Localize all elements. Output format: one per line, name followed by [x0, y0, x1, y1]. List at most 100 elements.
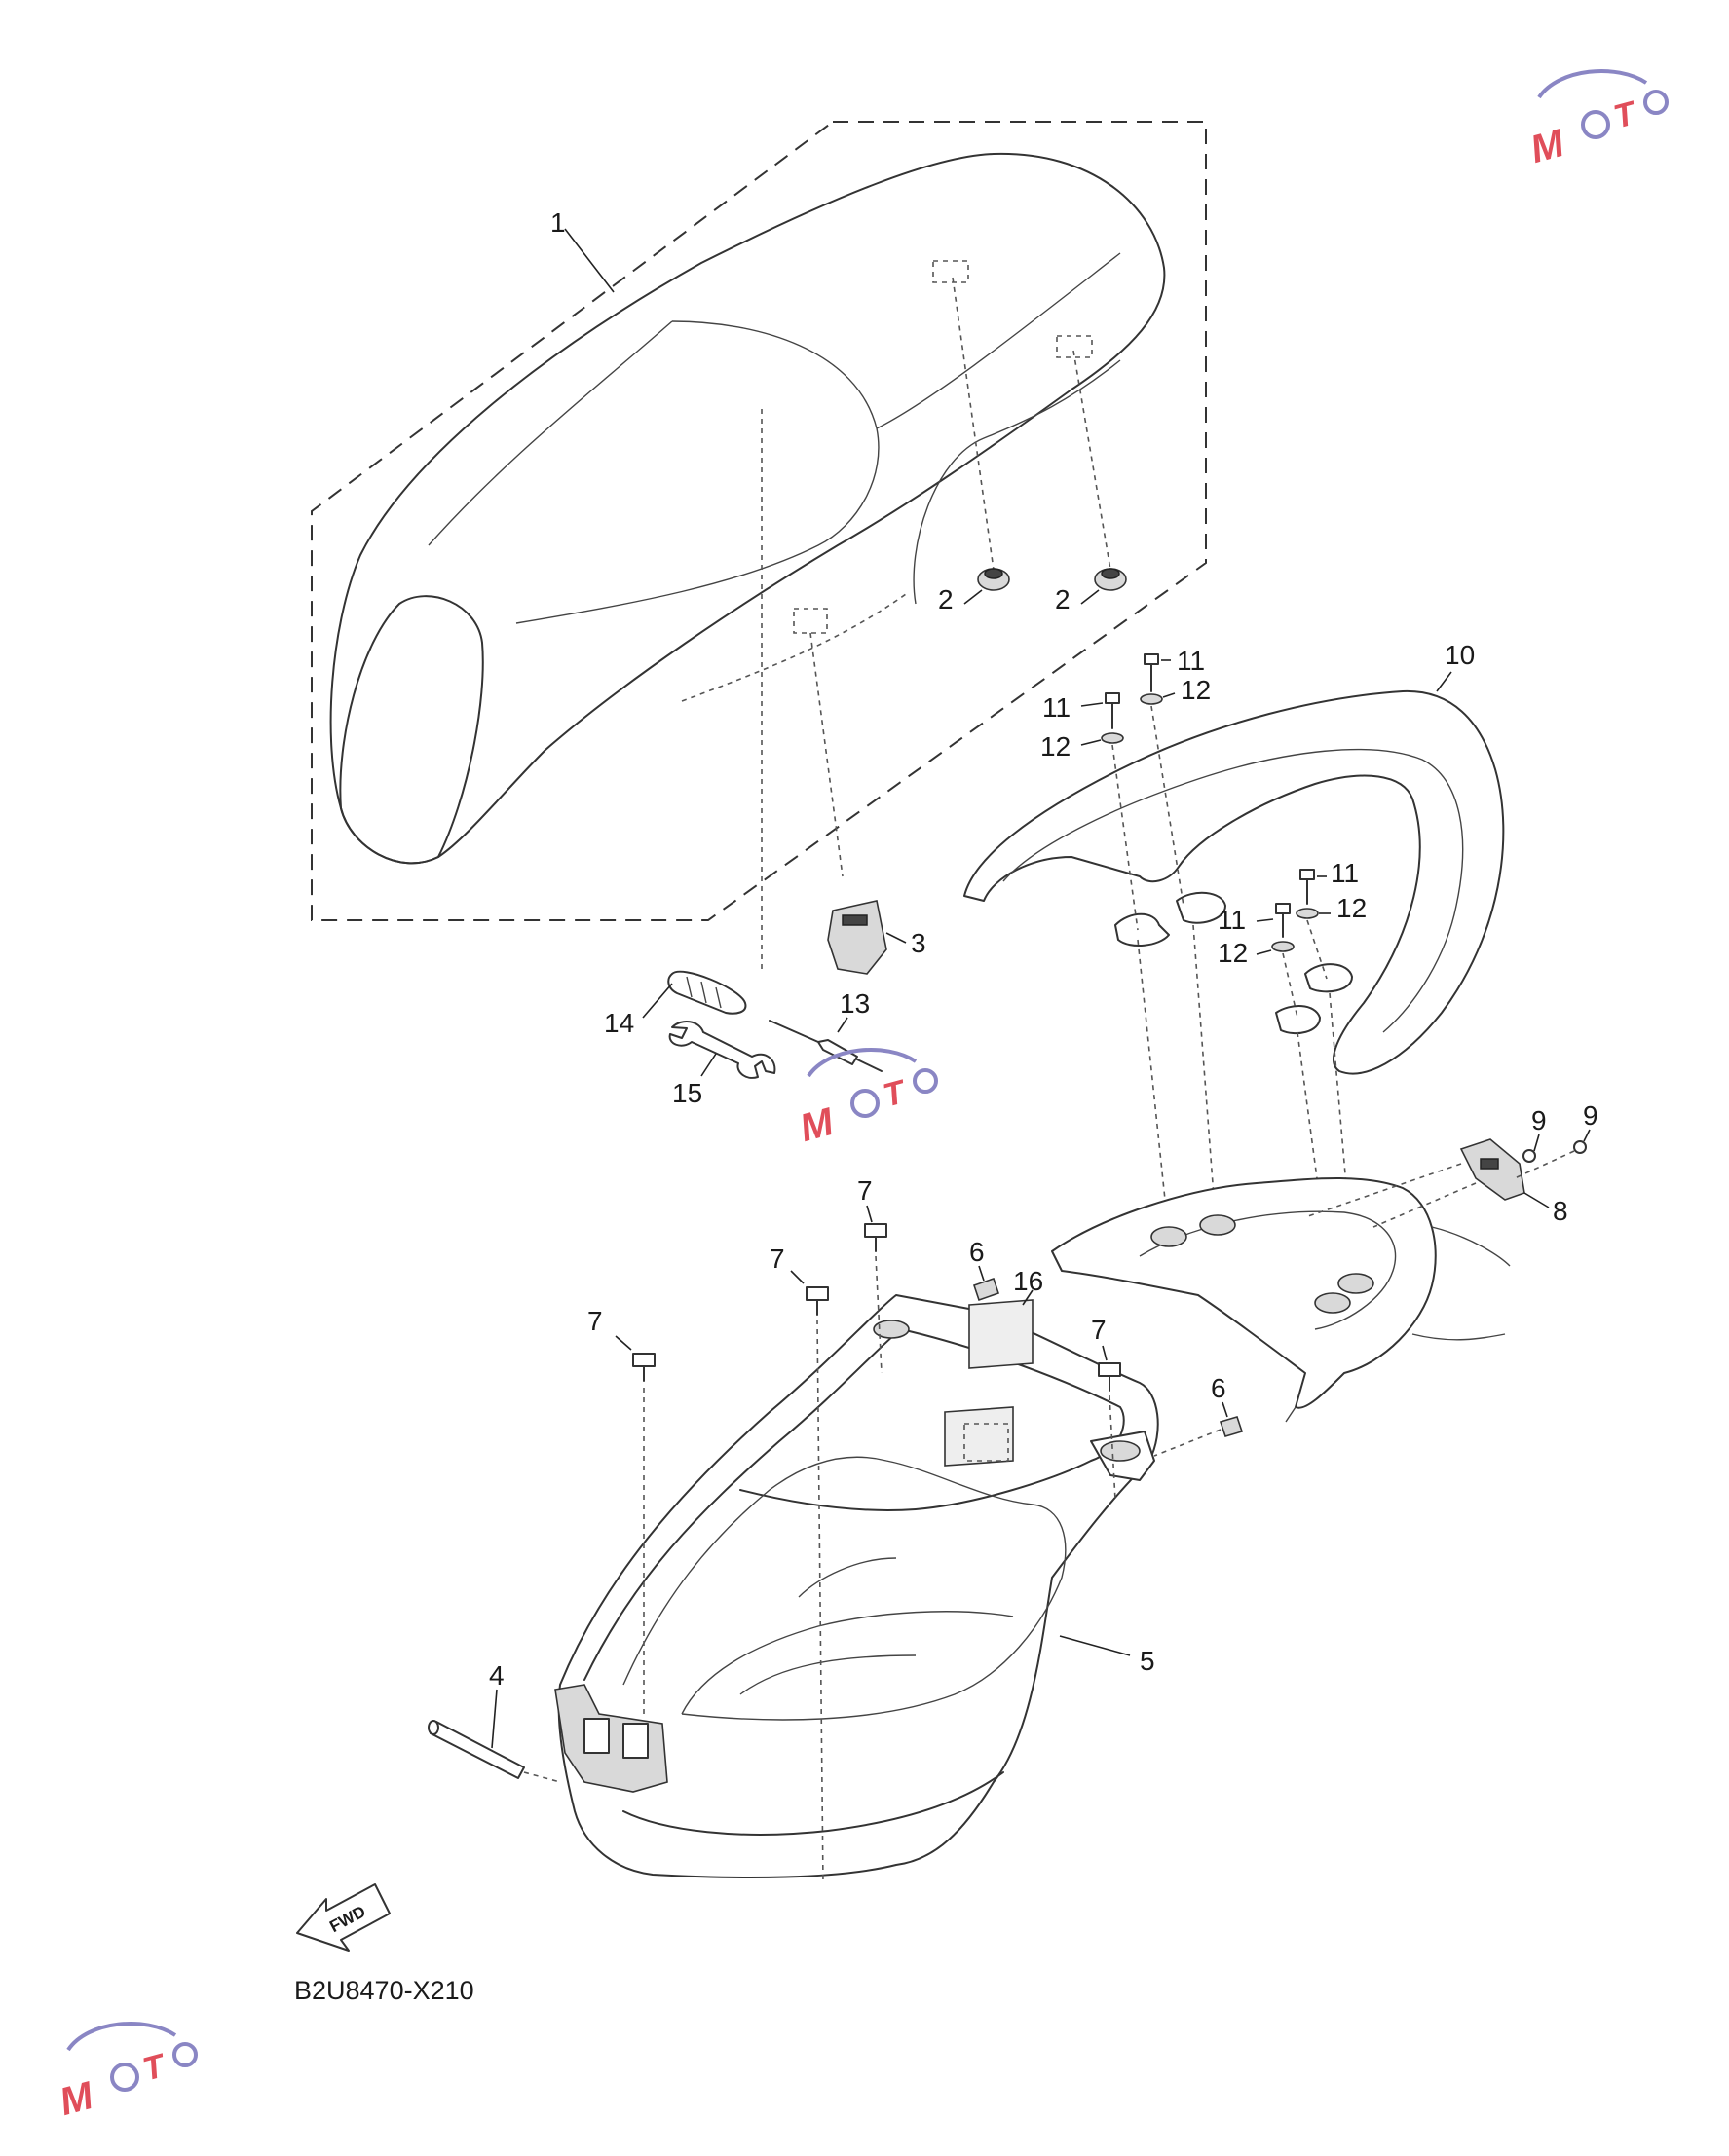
mount-socket-b [1056, 335, 1093, 358]
leader-5 [1059, 1635, 1131, 1656]
trunk-front-slot-a [583, 1718, 610, 1754]
seat-assembly-group [311, 121, 1207, 974]
trunk-floor [681, 1611, 1014, 1715]
watermark-gear-o2 [172, 2042, 198, 2067]
callout-11a: 11 [1177, 646, 1205, 676]
leader-9b [1583, 1129, 1591, 1142]
bolt-7d [1098, 1345, 1121, 1501]
trunk-rear-hole [1100, 1440, 1141, 1462]
callout-10: 10 [1445, 640, 1475, 670]
seat-seam-line [681, 593, 907, 702]
trunk-front-slot-b [622, 1723, 649, 1759]
callout-12d: 12 [1218, 938, 1248, 968]
callout-7a: 7 [857, 1175, 873, 1206]
leader-6b [1222, 1401, 1228, 1418]
nut-6a [972, 1277, 1000, 1302]
drop-11c [1306, 919, 1328, 980]
callout-7b: 7 [770, 1244, 785, 1274]
callout-15: 15 [672, 1078, 702, 1108]
callout-11d: 11 [1218, 905, 1246, 935]
seat-hook-slot [842, 914, 868, 926]
callout-8: 8 [1553, 1196, 1568, 1226]
drop-11b [1111, 744, 1139, 931]
callout-12c: 12 [1336, 893, 1367, 923]
toolkit-group [642, 970, 883, 1079]
mount-line-a [952, 277, 995, 571]
seat-rear-step [913, 359, 1121, 605]
pin-end [428, 1720, 439, 1735]
watermark-logo-center: M T [796, 1048, 938, 1150]
watermark-logo-t: T [139, 2047, 171, 2089]
watermark-logo-text: M [56, 2074, 99, 2125]
grab-bar-tab-front-a [1114, 912, 1170, 947]
grip-ridge-2 [700, 981, 707, 1004]
grab-bar-tab-front-b [1176, 891, 1226, 924]
frame-boss-a [1150, 1226, 1187, 1247]
bolt-11d-head [1275, 903, 1291, 914]
drop-11d [1282, 952, 1298, 1019]
leader-9a [1533, 1134, 1540, 1152]
watermark-swoosh [66, 2022, 177, 2052]
grab-bar-tab-rear-a [1275, 1005, 1321, 1035]
screw-9b [1573, 1140, 1587, 1154]
bolt-11a-head [1144, 653, 1159, 665]
damper-a-top [984, 568, 1003, 579]
watermark-logo-text: M [1526, 122, 1570, 172]
pin-part [428, 1689, 561, 1783]
rear-frame [1051, 1177, 1437, 1409]
grip-ridge-3 [715, 986, 722, 1009]
leader-4 [491, 1689, 498, 1749]
lock-socket [793, 608, 828, 634]
caution-label [968, 1299, 1034, 1369]
wrench [668, 1021, 776, 1079]
rear-frame-group [1051, 1177, 1511, 1423]
watermark-swoosh [1537, 69, 1648, 99]
screw-9a [1522, 1149, 1536, 1163]
watermark-swoosh [807, 1048, 918, 1078]
callout-2a: 2 [938, 584, 954, 614]
frame-boss-b [1199, 1214, 1236, 1236]
frame-boss-c [1314, 1292, 1351, 1314]
callout-6a: 6 [969, 1237, 985, 1267]
bolt-7a [864, 1205, 887, 1374]
watermark-logo-bottom-left: M T [56, 2022, 198, 2125]
callout-3: 3 [911, 928, 926, 958]
leader-11b [1080, 702, 1104, 707]
watermark-logo-t: T [880, 1073, 912, 1115]
leader-14 [642, 983, 673, 1019]
screwdriver [769, 1020, 883, 1072]
frame-line-a [1137, 939, 1170, 1238]
damper-b-top [1101, 568, 1120, 579]
latch-group [1304, 1129, 1591, 1228]
fwd-arrow: FWD [296, 1883, 391, 1952]
grab-bar [963, 689, 1505, 1075]
callout-6b: 6 [1211, 1373, 1226, 1403]
watermark-gear-o2 [913, 1068, 938, 1094]
trunk-inner-wall [622, 1456, 1067, 1721]
washer-12d [1271, 941, 1295, 952]
trunk-front-hole [873, 1320, 910, 1339]
leader-13 [837, 1017, 848, 1033]
latch-bracket [1459, 1138, 1525, 1201]
callout-7d: 7 [1091, 1315, 1107, 1345]
seat-hook [827, 900, 887, 975]
callout-13: 13 [840, 988, 870, 1019]
callout-11b: 11 [1042, 692, 1071, 723]
grip-ridge-1 [686, 976, 693, 998]
leader-12a [1162, 692, 1176, 698]
nut-group [972, 1265, 1244, 1457]
leader-2a [963, 589, 983, 605]
lock-line [809, 632, 844, 877]
drop-11a [1150, 705, 1184, 907]
label-16-group [944, 1289, 1034, 1467]
mount-line-b [1072, 350, 1111, 571]
callout-9a: 9 [1531, 1105, 1547, 1135]
seat-side-contour [428, 252, 1121, 546]
nut-6b [1219, 1416, 1244, 1437]
washer-12b [1101, 732, 1124, 744]
mount-socket-a [932, 260, 969, 283]
callout-5: 5 [1140, 1646, 1155, 1676]
leader-6a [978, 1265, 985, 1282]
leader-15 [700, 1053, 717, 1077]
